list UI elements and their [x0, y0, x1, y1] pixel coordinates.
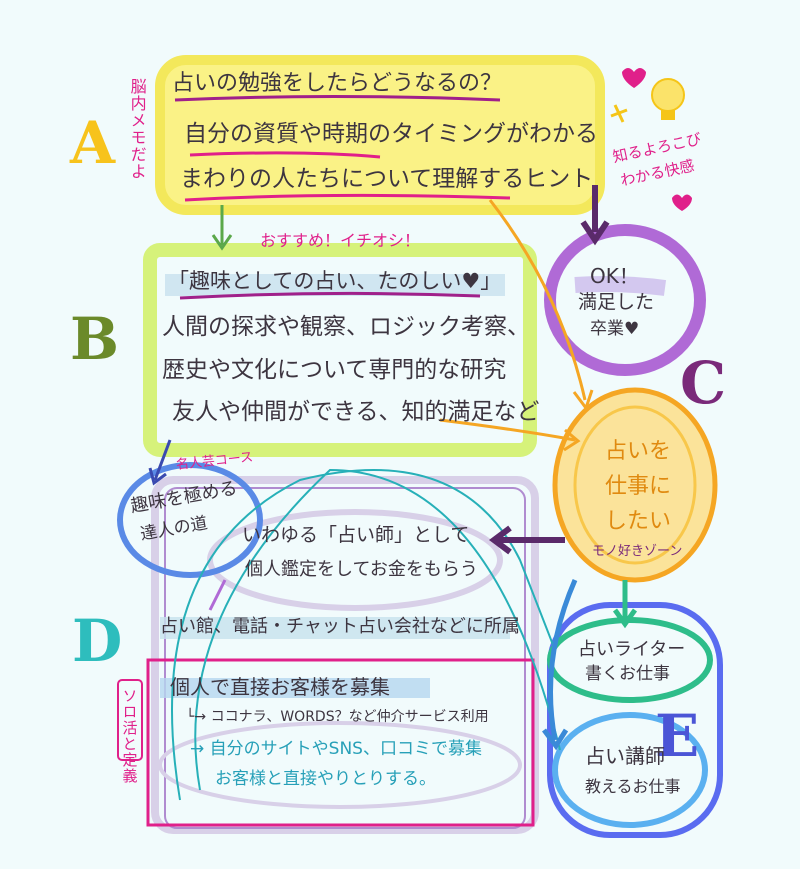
box-a-underline-3: [184, 193, 511, 202]
c-circle: [552, 387, 718, 583]
ok-line-2: 満足した: [578, 291, 655, 313]
box-d-inner-frame: [164, 487, 526, 829]
writer-line-1: 占いライター: [578, 639, 686, 660]
arrow-c-to-d-head: [489, 525, 512, 555]
label-d: D: [72, 607, 123, 675]
arrow-b-to-tatsujin-head: [148, 467, 167, 486]
arrow-c-to-teacher: [548, 578, 578, 741]
writer-oval: [547, 617, 713, 703]
c-caption: モノ好きゾーン: [592, 544, 683, 559]
label-e: E: [655, 702, 700, 770]
arrow-a-to-c: [488, 199, 587, 401]
box-b-line-2: 歴史や文化について専門的な研究: [162, 357, 507, 383]
writer-line-2: 書くお仕事: [585, 664, 670, 684]
arrow-c-to-writer-head: [612, 608, 638, 629]
lightbulb-base: [661, 110, 675, 120]
ok-circle-highlight: [574, 276, 667, 296]
solo-frame: [146, 658, 535, 827]
box-a-line-1: 占いの勉強をしたらどうなるの？: [172, 71, 503, 96]
sparkle-icon: [610, 104, 628, 123]
box-a-underline-2: [189, 151, 381, 159]
box-b-tag: おすすめ！イチオシ！: [260, 231, 421, 250]
d-loop-line-2: [194, 468, 561, 791]
tatsujin-circle: [117, 462, 263, 578]
arrow-oval-to-affiliation: [208, 579, 227, 611]
arrow-b-to-c-head: [563, 428, 581, 452]
teacher-line-1: 占い講師: [585, 744, 665, 768]
own-site-line-2: お客様と直接やりとりする。: [215, 769, 436, 789]
d-loop-line: [171, 469, 556, 801]
box-d-frame: [151, 476, 539, 834]
arrow-b-to-c: [439, 418, 576, 442]
box-b-title-underline: [179, 291, 481, 300]
teacher-oval: [552, 712, 708, 828]
c-line-3: したい: [605, 509, 672, 534]
c-line-2: 仕事に: [605, 474, 672, 499]
lightbulb-icon: [651, 78, 685, 112]
heart-icon: [622, 68, 646, 88]
teacher-line-2: 教えるお仕事: [585, 777, 681, 796]
c-line-1: 占いを: [605, 439, 672, 464]
arrow-a-to-c-head: [572, 389, 594, 412]
arrow-c-to-teacher-head: [542, 728, 569, 751]
arrow-a-to-b-head: [211, 234, 233, 251]
arrow-a-to-ok-head: [580, 220, 610, 246]
label-c: C: [680, 349, 727, 417]
c-circle-inner: [573, 405, 697, 565]
side-note-a: 脳内メモだよ: [127, 78, 147, 180]
box-b-title: 「趣味としての占い、たのしい♥」: [168, 269, 502, 293]
box-a-underline-1: [174, 95, 501, 102]
own-site-line-1: → 自分のサイトやSNS、口コミで募集: [190, 739, 482, 759]
affiliation-text: 占い館、電話・チャット占い会社などに所属: [160, 616, 520, 637]
side-note-d-frame: [117, 679, 143, 761]
label-a: A: [70, 109, 116, 177]
solo-text: 個人で直接お客様を募集: [170, 675, 390, 699]
ok-line-1: OK！: [590, 264, 639, 288]
solo-sub-text: └→ ココナラ、WORDS？など仲介サービス利用: [186, 709, 489, 725]
oval-uranaishi-line-2: 個人鑑定をしてお金をもらう: [245, 559, 478, 580]
label-b: B: [70, 305, 120, 373]
box-b-line-3: 友人や仲間ができる、知的満足など: [172, 399, 540, 425]
box-a-line-2: 自分の資質や時期のタイミングがわかる: [184, 121, 598, 147]
oval-uranaishi-line-1: いわゆる「占い師」として: [242, 524, 470, 546]
box-b-line-1: 人間の探求や観察、ロジック考察、: [162, 314, 530, 340]
arrow-b-to-tatsujin: [153, 439, 172, 481]
own-site-oval: [158, 721, 522, 809]
heart-icon: [672, 194, 692, 211]
box-b-frame: [143, 243, 537, 457]
box-a-line-3: まわりの人たちについて理解するヒント: [180, 166, 594, 192]
ok-line-3: 卒業♥: [590, 319, 640, 339]
side-note-d: ソロ活と定義: [120, 688, 139, 784]
